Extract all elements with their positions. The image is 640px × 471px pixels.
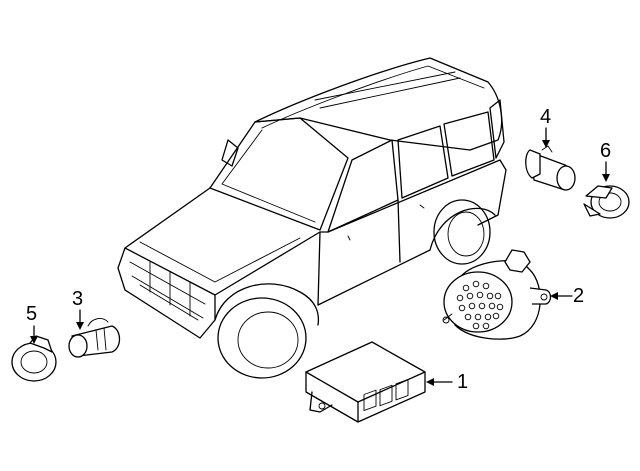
callout-5-label: 5: [26, 303, 38, 325]
part-3-parking-sensor: [68, 309, 121, 358]
callout-6-label: 6: [600, 140, 612, 162]
vehicle-suv: [117, 57, 507, 379]
callout-2-label: 2: [573, 285, 585, 307]
part-6-sensor-bezel: [583, 161, 630, 219]
part-2-speaker: [442, 249, 573, 340]
part-1-parking-aid-module: [305, 341, 453, 423]
callout-4-label: 4: [540, 106, 552, 128]
callout-3-label: 3: [72, 288, 84, 310]
callout-1-label: 1: [457, 371, 469, 393]
part-5-sensor-bezel: [11, 325, 57, 382]
part-4-parking-sensor: [525, 127, 576, 191]
